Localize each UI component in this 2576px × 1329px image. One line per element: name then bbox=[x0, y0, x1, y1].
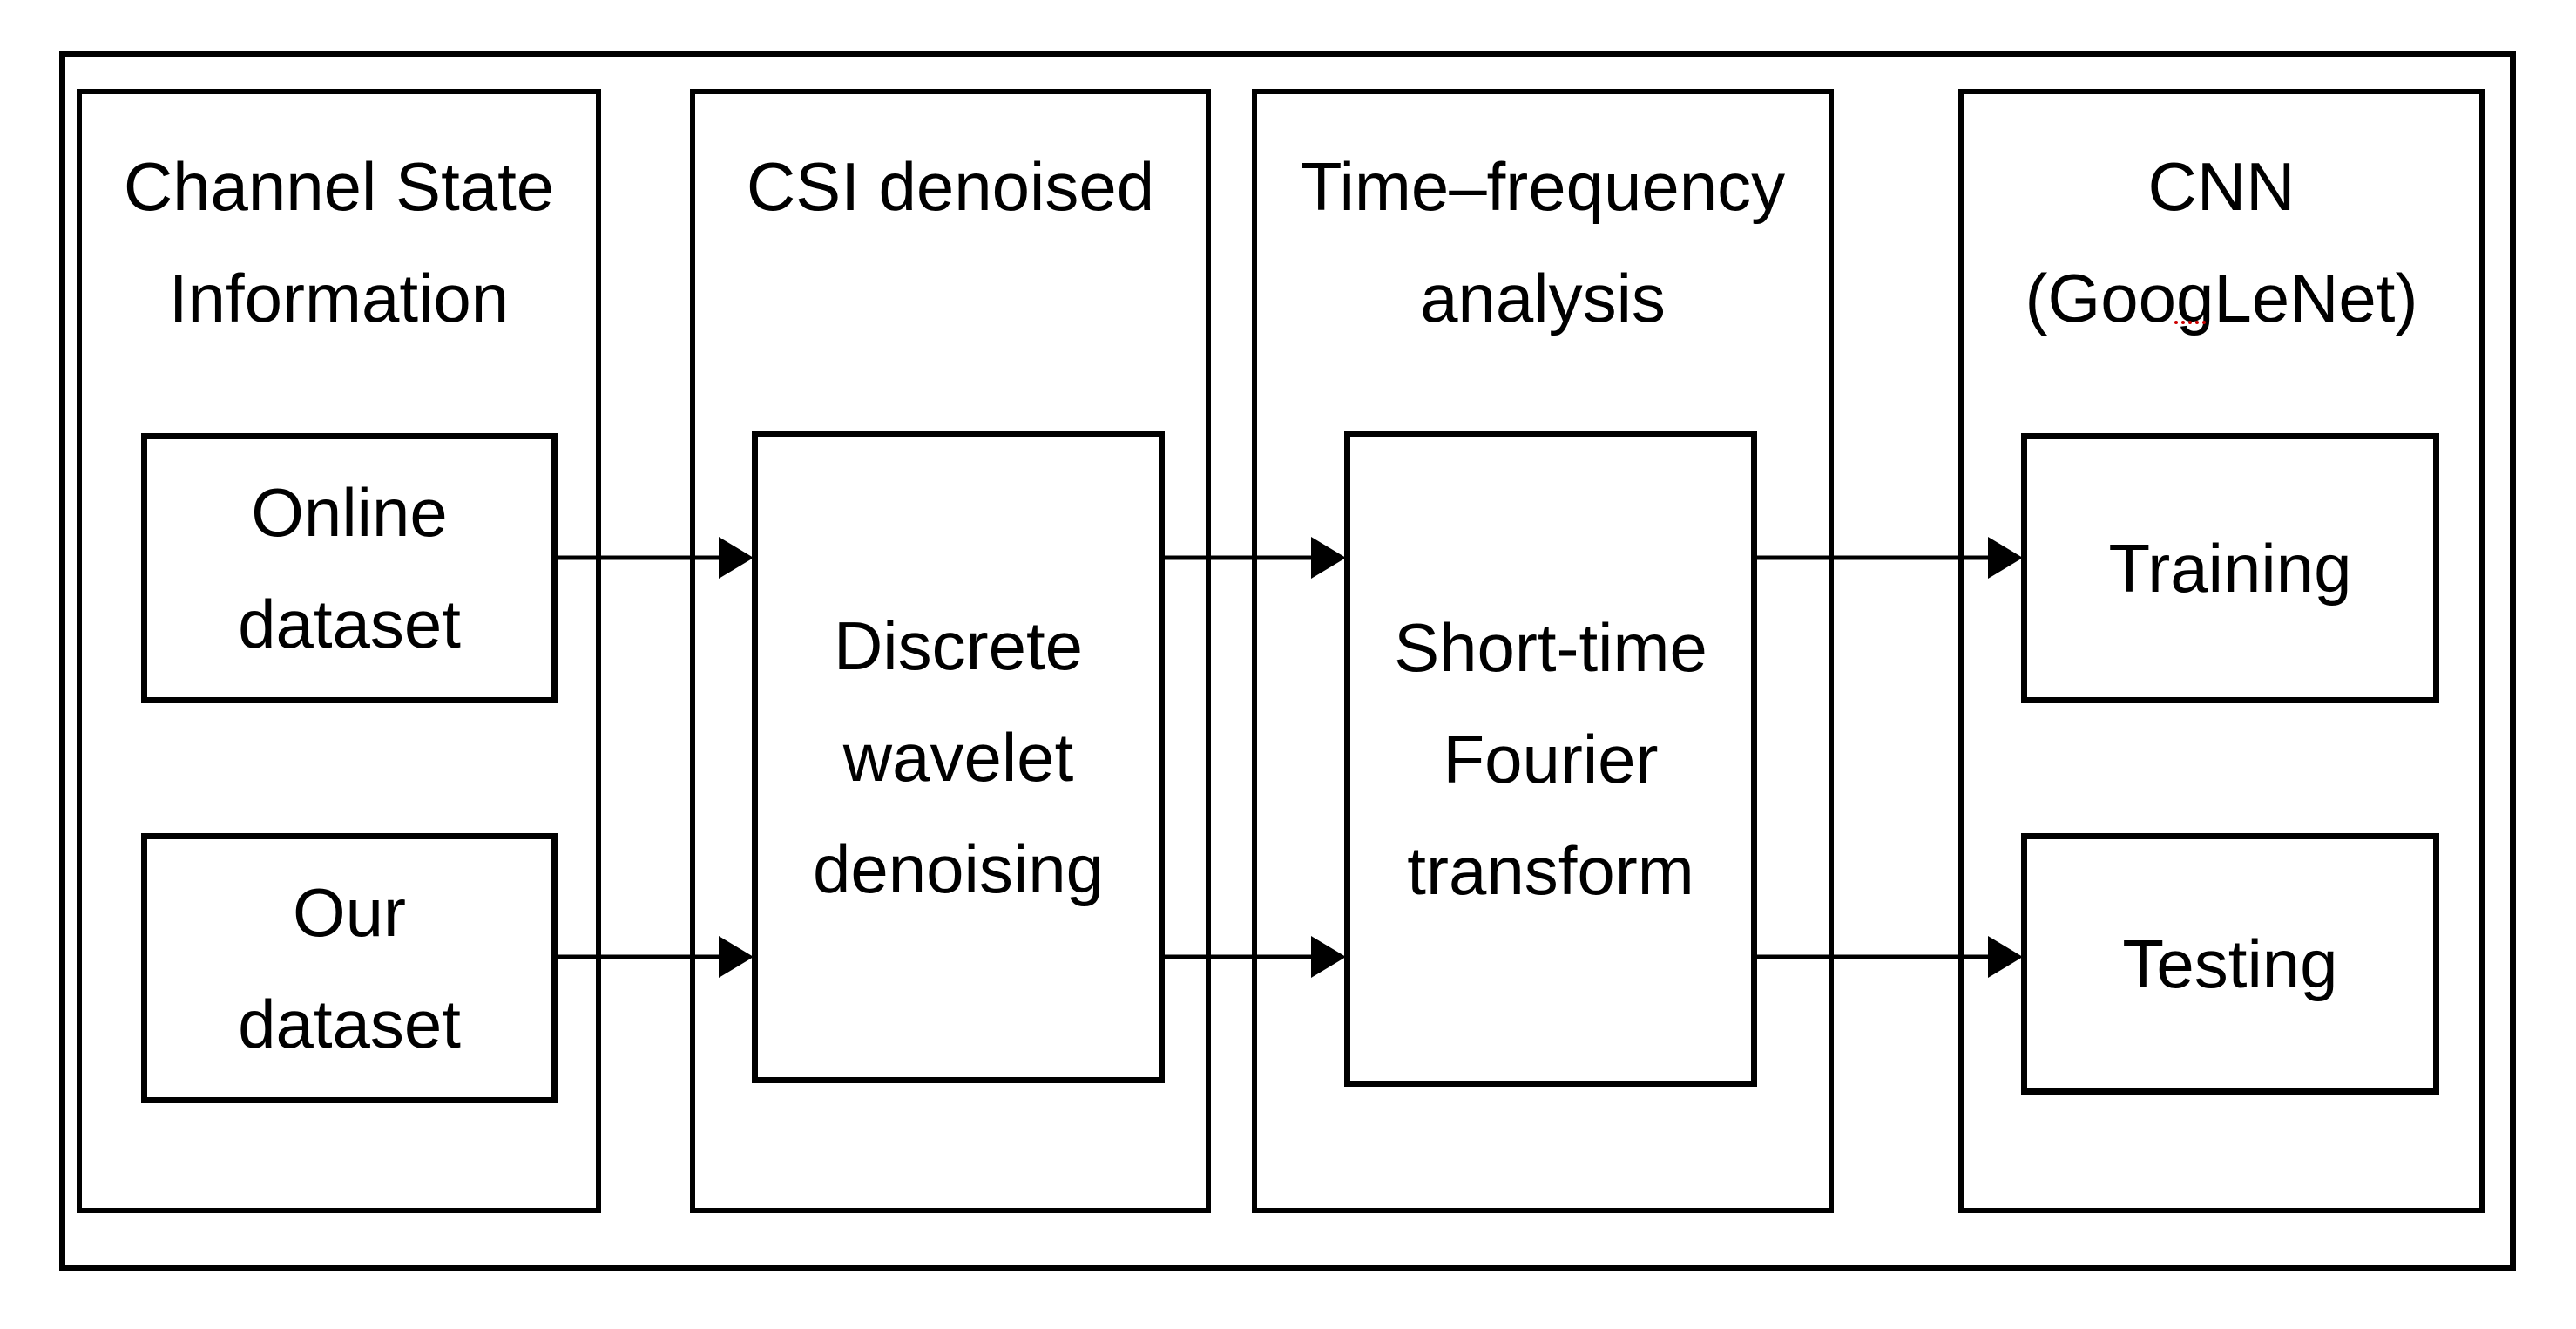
node-discrete-wavelet-denoising: Discrete wavelet denoising bbox=[752, 431, 1165, 1083]
node-label-line: Short-time bbox=[1394, 609, 1707, 686]
node-our-dataset: Our dataset bbox=[141, 833, 558, 1103]
node-label-line: wavelet bbox=[842, 719, 1074, 796]
arrowhead-right-icon bbox=[719, 537, 754, 579]
node-testing: Testing bbox=[2021, 833, 2439, 1095]
node-label-line: Discrete bbox=[833, 607, 1084, 684]
arrowhead-right-icon bbox=[719, 936, 754, 978]
node-label-line: dataset bbox=[238, 986, 461, 1062]
column-title-line: Time–frequency bbox=[1300, 148, 1786, 225]
column-title-line: Channel State bbox=[123, 148, 555, 225]
arrow-discrete-wavelet-to-stft-upper bbox=[1163, 536, 1346, 580]
node-online-dataset: Online dataset bbox=[141, 433, 558, 703]
arrowhead-right-icon bbox=[1988, 537, 2023, 579]
column-title-line: CSI denoised bbox=[746, 148, 1155, 225]
column-title-line: CNN bbox=[2147, 148, 2295, 225]
arrow-line bbox=[556, 555, 724, 560]
column-title: CSI denoised bbox=[695, 131, 1206, 242]
node-label-line: Training bbox=[2108, 530, 2352, 607]
arrow-line bbox=[1163, 954, 1316, 959]
arrow-online-dataset-to-discrete-wavelet bbox=[556, 536, 754, 580]
arrowhead-right-icon bbox=[1988, 936, 2023, 978]
arrow-line bbox=[556, 954, 724, 959]
node-short-time-fourier-transform: Short-time Fourier transform bbox=[1344, 431, 1757, 1087]
arrow-stft-to-training bbox=[1755, 536, 2023, 580]
node-label-line: Our bbox=[292, 874, 407, 951]
node-label-line: Online bbox=[251, 474, 448, 551]
node-training: Training bbox=[2021, 433, 2439, 703]
node-label-line: denoising bbox=[813, 831, 1104, 907]
column-title-line: (GoogLeNet) bbox=[2025, 260, 2418, 336]
spellcheck-underline bbox=[2174, 314, 2206, 324]
node-label-line: transform bbox=[1407, 832, 1694, 909]
node-label-line: Fourier bbox=[1443, 721, 1659, 797]
arrow-line bbox=[1755, 555, 1993, 560]
node-label-line: Testing bbox=[2122, 926, 2338, 1002]
arrowhead-right-icon bbox=[1311, 537, 1346, 579]
column-title: Time–frequency analysis bbox=[1257, 131, 1829, 354]
column-title: CNN (GoogLeNet) bbox=[1964, 131, 2479, 354]
arrow-discrete-wavelet-to-stft-lower bbox=[1163, 935, 1346, 979]
arrow-line bbox=[1755, 954, 1993, 959]
arrow-stft-to-testing bbox=[1755, 935, 2023, 979]
column-title-line: Information bbox=[168, 260, 510, 336]
column-title: Channel State Information bbox=[82, 131, 596, 354]
node-label-line: dataset bbox=[238, 586, 461, 662]
column-title-line: analysis bbox=[1420, 260, 1666, 336]
arrow-line bbox=[1163, 555, 1316, 560]
arrowhead-right-icon bbox=[1311, 936, 1346, 978]
arrow-our-dataset-to-discrete-wavelet bbox=[556, 935, 754, 979]
